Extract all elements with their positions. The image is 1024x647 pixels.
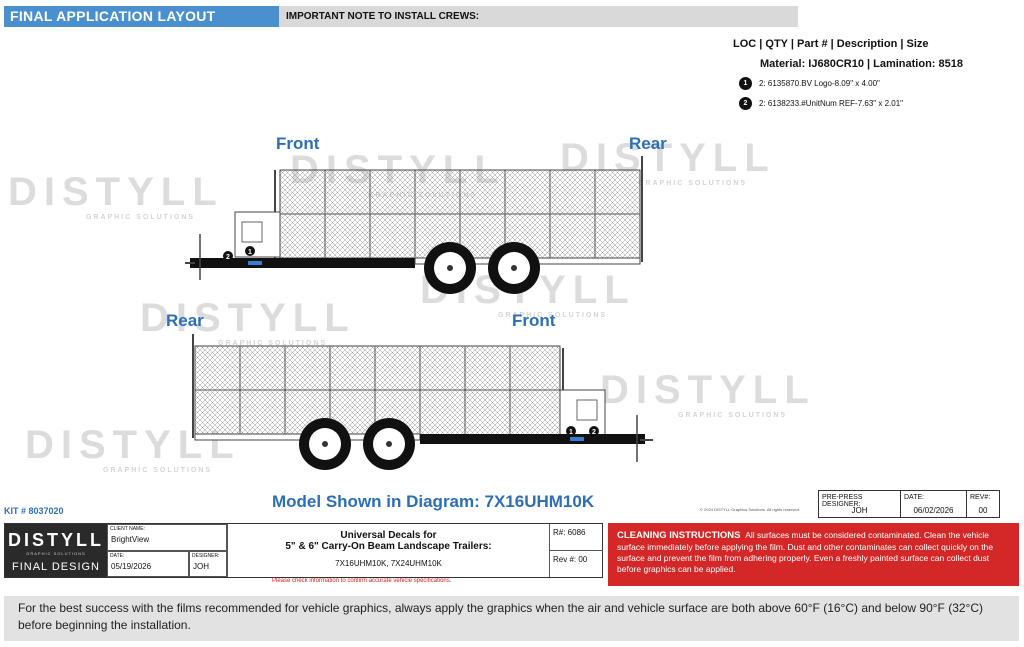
rev-number: Rev #: 00 bbox=[549, 551, 603, 577]
design-title: Universal Decals for 5" & 6" Carry-On Be… bbox=[227, 524, 549, 577]
installation-footer: For the best success with the films reco… bbox=[4, 596, 1019, 641]
parts-heading: LOC | QTY | Part # | Description | Size bbox=[733, 38, 929, 50]
legend-text: 2: 6135870.BV Logo-8.09" x 4.00" bbox=[759, 79, 880, 88]
title-block: DISTYLL GRAPHIC SOLUTIONS FINAL DESIGN C… bbox=[4, 523, 603, 578]
marker-badge: 2 bbox=[739, 97, 752, 110]
marker-badge: 1 bbox=[739, 77, 752, 90]
cleaning-heading: CLEANING INSTRUCTIONS bbox=[617, 530, 741, 541]
date-cell: DATE:05/19/2026 bbox=[107, 551, 189, 577]
designer-cell: DESIGNER:JOH bbox=[189, 551, 227, 577]
cleaning-instructions: CLEANING INSTRUCTIONS All surfaces must … bbox=[608, 523, 1019, 586]
marker-2: 2 bbox=[226, 254, 230, 261]
check-note: Please check information to confirm accu… bbox=[272, 578, 452, 584]
legend-text: 2: 6138233.#UnitNum REF-7.63" x 2.01" bbox=[759, 99, 903, 108]
install-note-header: IMPORTANT NOTE TO INSTALL CREWS: bbox=[279, 6, 798, 27]
client-cell: CLIENT NAME:BrightView bbox=[107, 524, 227, 551]
prepress-date-cell: DATE:06/02/2026 bbox=[901, 491, 967, 517]
cleaning-body: All surfaces must be considered contamin… bbox=[617, 530, 994, 575]
legend-item: 1 2: 6135870.BV Logo-8.09" x 4.00" bbox=[739, 76, 903, 91]
top-rear-label: Rear bbox=[629, 134, 667, 153]
final-layout-header: FINAL APPLICATION LAYOUT bbox=[4, 6, 279, 27]
legend-item: 2 2: 6138233.#UnitNum REF-7.63" x 2.01" bbox=[739, 96, 903, 111]
distyll-logo: DISTYLL GRAPHIC SOLUTIONS FINAL DESIGN bbox=[5, 524, 107, 577]
r-number: R#: 6086 bbox=[549, 524, 603, 551]
kit-number: KIT # 8037020 bbox=[4, 506, 64, 516]
marker-1: 1 bbox=[248, 249, 252, 256]
bottom-rear-label: Rear bbox=[166, 311, 204, 330]
prepress-designer-cell: PRE-PRESS DESIGNER:JOH bbox=[819, 491, 901, 517]
parts-legend: 1 2: 6135870.BV Logo-8.09" x 4.00" 2 2: 61… bbox=[739, 76, 903, 116]
prepress-rev-cell: REV#:00 bbox=[970, 494, 991, 515]
copyright: © 2024 DISTYLL Graphics Solutions. All r… bbox=[700, 507, 800, 512]
trailer-diagram-bottom: 1 2 bbox=[192, 334, 653, 470]
marker-1: 1 bbox=[569, 429, 573, 436]
model-shown: Model Shown in Diagram: 7X16UHM10K bbox=[272, 492, 595, 511]
top-front-label: Front bbox=[276, 134, 320, 153]
material-line: Material: IJ680CR10 | Lamination: 8518 bbox=[760, 58, 963, 70]
bottom-front-label: Front bbox=[512, 311, 556, 330]
trailer-diagram-top: 1 2 bbox=[185, 156, 643, 294]
marker-2: 2 bbox=[592, 429, 596, 436]
prepress-box: PRE-PRESS DESIGNER:JOH DATE:06/02/2026 R… bbox=[818, 490, 1000, 518]
